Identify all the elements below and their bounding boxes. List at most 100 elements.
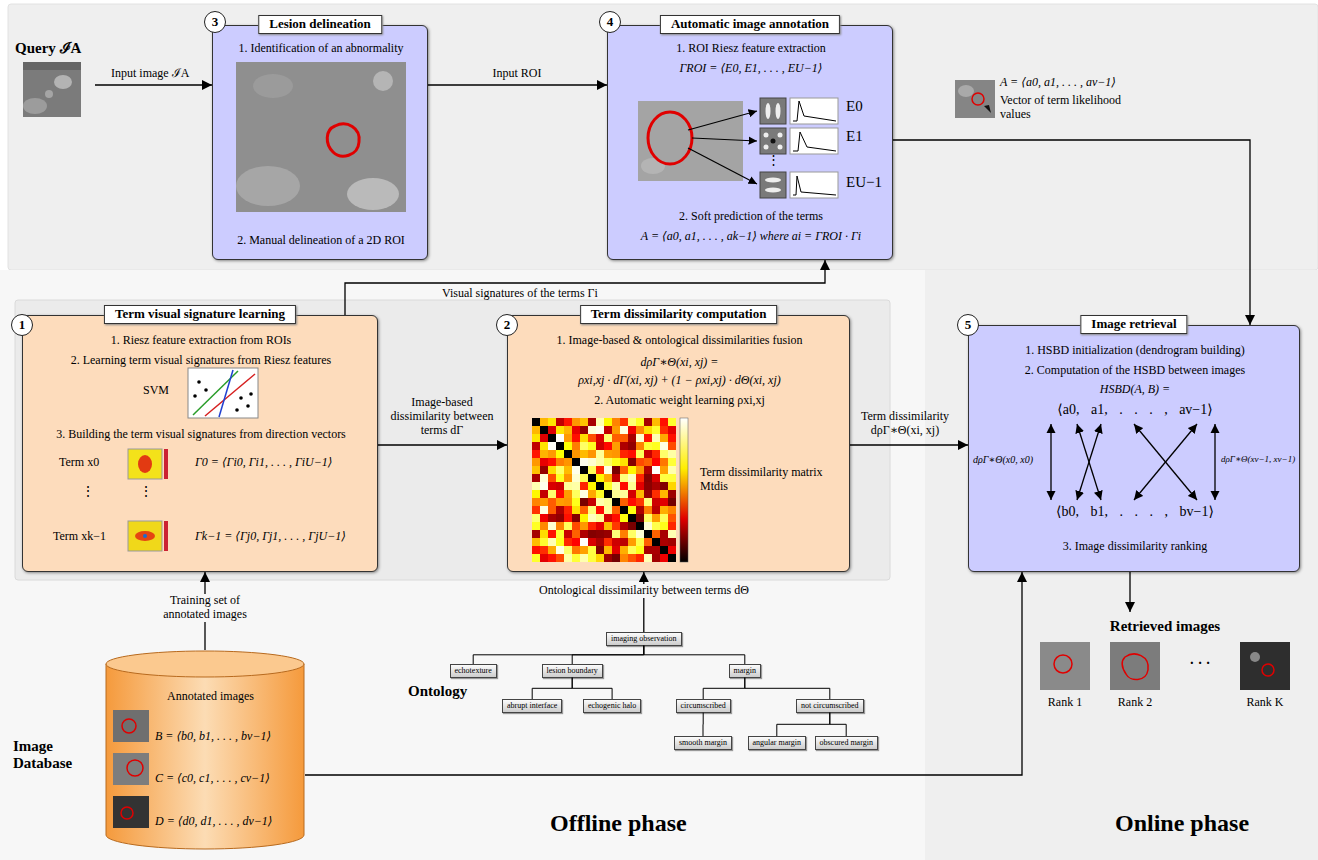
matrix-cell: [548, 554, 556, 562]
body-text: ⟨a0, a1, . . . , av−1⟩: [969, 402, 1301, 418]
matrix-cell: [572, 474, 580, 482]
hsbd-matching: [1077, 424, 1101, 500]
matrix-cell: [628, 482, 636, 490]
ontology-term: abrupt interface: [502, 699, 562, 713]
matrix-cell: [620, 466, 628, 474]
query-thumbnail: [23, 62, 81, 117]
matrix-cell: [660, 554, 668, 562]
retrieved-thumbnails: [1240, 642, 1290, 690]
matrix-cell: [620, 434, 628, 442]
matrix-cell: [548, 482, 556, 490]
body-text: 2. Manual delineation of a 2D ROI: [213, 234, 429, 248]
body-text: E0: [846, 98, 890, 115]
matrix-cell: [652, 506, 660, 514]
matrix-cell: [556, 522, 564, 530]
ontology-term: imaging observation: [606, 632, 682, 646]
query-thumbnail: [54, 75, 72, 89]
matrix-cell: [604, 442, 612, 450]
matrix-cell: [588, 490, 596, 498]
matrix-cell: [556, 554, 564, 562]
matrix-cell: [660, 426, 668, 434]
matrix-cell: [660, 498, 668, 506]
matrix-cell: [604, 418, 612, 426]
matrix-cell: [580, 522, 588, 530]
box-title: Term visual signature learning: [104, 305, 296, 324]
background-panel: [8, 4, 1318, 270]
matrix-cell: [604, 434, 612, 442]
matrix-cell: [532, 530, 540, 538]
matrix-cell: [636, 450, 644, 458]
matrix-cell: [540, 498, 548, 506]
matrix-cell: [644, 482, 652, 490]
edge-label: Image-based dissimilarity between terms …: [383, 396, 501, 437]
database-cylinder-shape: [113, 796, 149, 828]
term-text: circumscribed: [681, 701, 726, 711]
body-text: dρΓ∗Θ(xi, xj) =: [508, 356, 851, 370]
riesz-features: [793, 132, 836, 151]
matrix-cell: [588, 522, 596, 530]
riesz-features: [648, 112, 692, 164]
hsbd-matching: [1214, 424, 1215, 500]
matrix-cell: [628, 458, 636, 466]
svm-and-signatures: [204, 388, 208, 392]
matrix-cell: [628, 490, 636, 498]
svm-and-signatures: [239, 396, 243, 400]
matrix-cell: [596, 466, 604, 474]
matrix-cell: [612, 458, 620, 466]
matrix-cell: [636, 506, 644, 514]
matrix-cell: [612, 530, 620, 538]
matrix-cell: [548, 498, 556, 506]
body-text: 3. Image dissimilarity ranking: [969, 540, 1301, 554]
matrix-cell: [596, 474, 604, 482]
matrix-cell: [540, 442, 548, 450]
svm-and-signatures: [235, 408, 239, 412]
matrix-cell: [596, 458, 604, 466]
riesz-features: [760, 128, 786, 154]
dissimilarity-matrix: [532, 418, 676, 562]
dissimilarity-matrix: [508, 316, 851, 573]
matrix-cell: [628, 546, 636, 554]
matrix-cell: [604, 530, 612, 538]
matrix-cell: [660, 538, 668, 546]
query-thumbnail: [23, 62, 81, 70]
body-text: Term x0: [59, 456, 125, 470]
matrix-cell: [572, 482, 580, 490]
matrix-cell: [532, 434, 540, 442]
ontology-term: obscured margin: [815, 736, 878, 750]
matrix-cell: [644, 530, 652, 538]
matrix-cell: [628, 554, 636, 562]
matrix-cell: [564, 426, 572, 434]
matrix-cell: [580, 538, 588, 546]
term-text: not circumscribed: [801, 701, 859, 711]
ontology-term: not circumscribed: [796, 699, 864, 713]
matrix-cell: [668, 554, 676, 562]
matrix-cell: [556, 530, 564, 538]
edge-label: Training set of annotated images: [150, 594, 260, 622]
database-cylinder-shape: [113, 710, 149, 742]
body-text: 1. Identification of an abnormality: [213, 42, 429, 56]
matrix-cell: [580, 418, 588, 426]
body-text: C = ⟨c0, c1, . . . , cv−1⟩: [155, 772, 303, 786]
matrix-cell: [620, 426, 628, 434]
riesz-features: [790, 128, 838, 154]
box-title: Lesion delineation: [258, 15, 382, 34]
matrix-cell: [604, 514, 612, 522]
matrix-cell: [532, 498, 540, 506]
matrix-cell: [588, 450, 596, 458]
body-text: HSBD(A, B) =: [969, 383, 1301, 397]
matrix-cell: [604, 482, 612, 490]
callout-number: 3: [204, 11, 226, 33]
background-panel: [955, 80, 995, 118]
matrix-cell: [548, 458, 556, 466]
matrix-cell: [660, 418, 668, 426]
matrix-cell: [588, 530, 596, 538]
matrix-cell: [596, 490, 604, 498]
riesz-features: [793, 101, 836, 121]
matrix-cell: [668, 490, 676, 498]
matrix-cell: [588, 498, 596, 506]
matrix-cell: [604, 458, 612, 466]
matrix-cell: [620, 522, 628, 530]
phase-band: Online phase Image retrieval1. HSBD init…: [925, 270, 1318, 860]
matrix-cell: [612, 538, 620, 546]
database-cylinder-shape: [127, 760, 143, 776]
